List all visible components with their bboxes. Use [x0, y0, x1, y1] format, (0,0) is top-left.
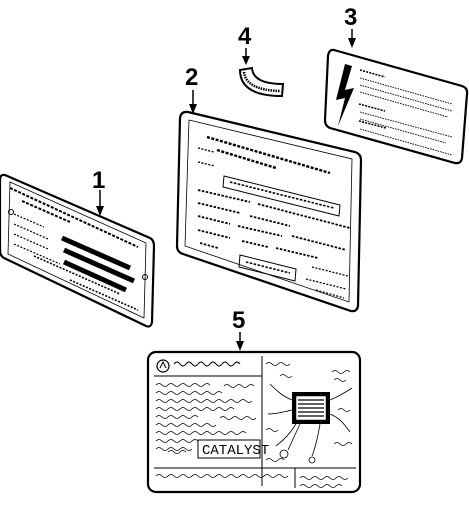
- callout-number-3: 3: [344, 4, 357, 31]
- callout-number-4: 4: [238, 23, 252, 50]
- callout-1: 1: [92, 167, 105, 216]
- callout-5: 5: [232, 307, 245, 351]
- callout-2: 2: [185, 64, 198, 114]
- high-voltage-icon: [336, 64, 354, 126]
- logo-icon: [156, 359, 170, 373]
- callout-number-2: 2: [185, 64, 198, 91]
- label-plate-1: [0, 173, 156, 328]
- callout-number-1: 1: [92, 167, 105, 194]
- callout-3: 3: [344, 4, 357, 48]
- callout-4: 4: [238, 23, 252, 65]
- label-plate-5: CATALYST: [146, 350, 362, 494]
- label-plate-2: [175, 110, 363, 313]
- vacuum-hose-diagram: [265, 362, 353, 464]
- label-plate-4: [238, 66, 285, 98]
- label-plate-3: [323, 48, 469, 165]
- callout-number-5: 5: [232, 307, 245, 334]
- catalyst-text: CATALYST: [202, 443, 269, 459]
